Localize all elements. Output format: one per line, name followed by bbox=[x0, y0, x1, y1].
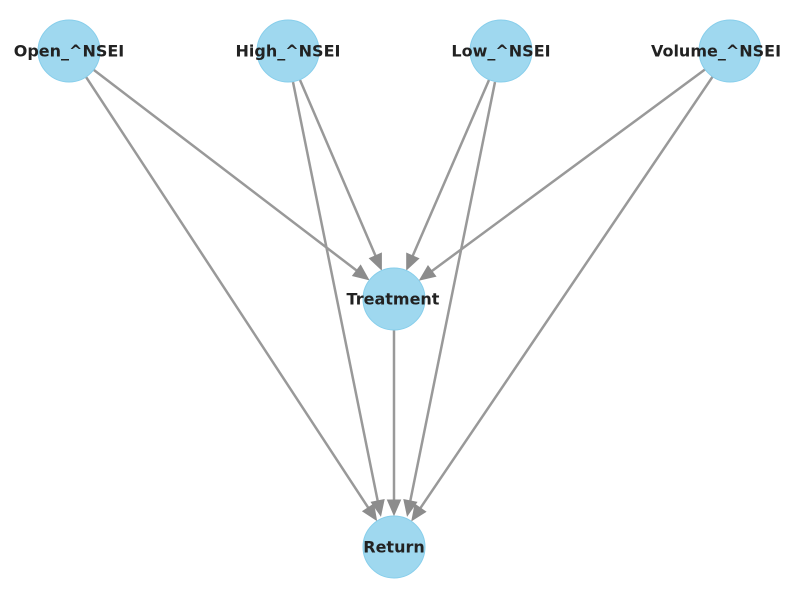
edge-open-to-treatment bbox=[92, 68, 370, 281]
node-high-label: High_^NSEI bbox=[236, 42, 341, 61]
node-treatment: Treatment bbox=[347, 267, 440, 331]
node-volume-circle bbox=[698, 19, 762, 83]
arrowhead-icon bbox=[370, 498, 385, 517]
node-high: High_^NSEI bbox=[236, 19, 341, 83]
node-open-circle bbox=[37, 19, 101, 83]
nodes-layer: Open_^NSEI High_^NSEI Low_^NSEI Volume_^… bbox=[14, 19, 781, 579]
edge-line bbox=[431, 68, 706, 273]
arrowhead-icon bbox=[351, 264, 370, 281]
edge-low-to-treatment bbox=[406, 79, 491, 271]
edge-treatment-to-return bbox=[386, 330, 402, 517]
node-open: Open_^NSEI bbox=[14, 19, 125, 83]
arrowhead-icon bbox=[386, 499, 402, 517]
edge-volume-to-treatment bbox=[418, 68, 706, 281]
arrowhead-icon bbox=[411, 503, 427, 522]
edge-high-to-return bbox=[291, 81, 385, 517]
node-low: Low_^NSEI bbox=[451, 19, 551, 83]
node-low-label: Low_^NSEI bbox=[451, 42, 550, 61]
edge-line bbox=[291, 81, 379, 502]
node-return-label: Return bbox=[363, 538, 425, 557]
edge-open-to-return bbox=[84, 76, 378, 522]
edge-line bbox=[298, 79, 377, 257]
edges-layer bbox=[84, 68, 714, 522]
edge-line bbox=[409, 81, 497, 502]
node-treatment-label: Treatment bbox=[347, 290, 440, 309]
edge-line bbox=[92, 68, 358, 272]
edge-line bbox=[419, 75, 714, 509]
edge-line bbox=[411, 79, 491, 257]
arrowhead-icon bbox=[361, 503, 378, 522]
arrowhead-icon bbox=[403, 498, 418, 517]
arrowhead-icon bbox=[406, 252, 420, 271]
edge-line bbox=[84, 76, 370, 509]
edge-low-to-return bbox=[403, 81, 497, 517]
node-return: Return bbox=[362, 515, 426, 579]
edge-high-to-treatment bbox=[298, 79, 382, 271]
node-low-circle bbox=[469, 19, 533, 83]
arrowhead-icon bbox=[418, 264, 437, 281]
node-high-circle bbox=[256, 19, 320, 83]
node-volume-label: Volume_^NSEI bbox=[651, 42, 781, 61]
edge-volume-to-return bbox=[411, 75, 714, 522]
node-volume: Volume_^NSEI bbox=[651, 19, 781, 83]
node-return-circle bbox=[362, 515, 426, 579]
arrowhead-icon bbox=[368, 252, 382, 271]
node-treatment-circle bbox=[362, 267, 426, 331]
node-open-label: Open_^NSEI bbox=[14, 42, 125, 61]
